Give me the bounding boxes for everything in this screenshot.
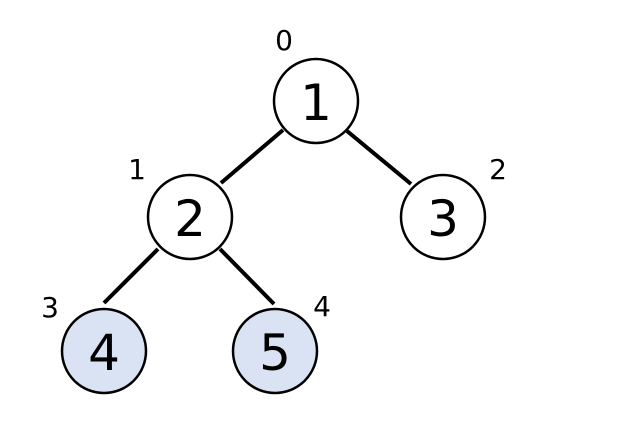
node-index-0: 0 xyxy=(275,24,293,57)
node-circle-3 xyxy=(60,307,148,395)
node-value-1: 2 xyxy=(174,190,206,248)
node-circle-4 xyxy=(231,307,319,395)
node-circle-1 xyxy=(146,173,234,261)
tree-node-2: 3 xyxy=(399,173,487,261)
node-value-0: 1 xyxy=(300,74,332,132)
tree-node-4: 5 xyxy=(231,307,319,395)
tree-node-0: 1 xyxy=(272,57,360,145)
edge-1-3 xyxy=(102,247,160,305)
tree-node-3: 4 xyxy=(60,307,148,395)
node-circle-0 xyxy=(272,57,360,145)
node-value-4: 5 xyxy=(259,324,291,382)
edge-0-1 xyxy=(219,128,285,185)
edge-0-2 xyxy=(345,129,413,186)
edge-1-4 xyxy=(218,247,276,306)
node-circle-2 xyxy=(399,173,487,261)
tree-node-1: 2 xyxy=(146,173,234,261)
node-value-2: 3 xyxy=(427,190,459,248)
node-index-2: 2 xyxy=(489,153,507,186)
node-value-3: 4 xyxy=(88,324,120,382)
edges xyxy=(102,128,413,306)
node-index-4: 4 xyxy=(313,290,331,323)
node-index-1: 1 xyxy=(128,153,146,186)
node-index-3: 3 xyxy=(41,291,59,324)
